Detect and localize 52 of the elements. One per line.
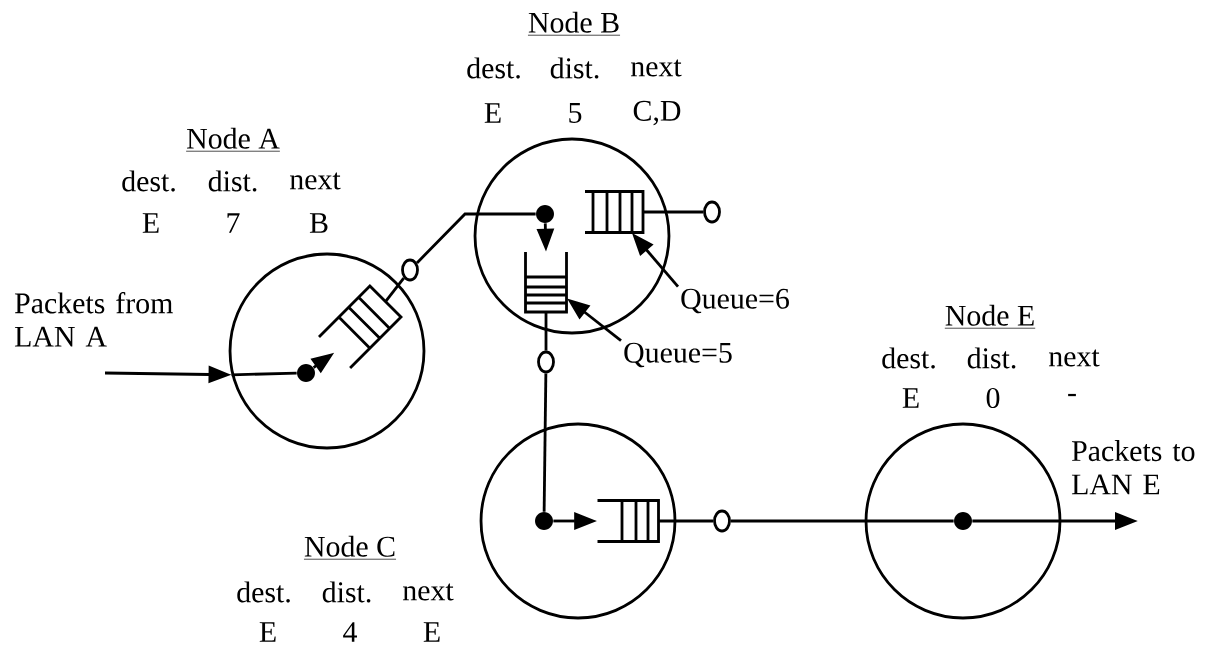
queue-symbol [583,190,645,234]
node-title: Node C [303,535,397,560]
node-title: Node A [185,127,281,152]
table-value: 5 [569,103,582,123]
junction-dot [954,512,972,530]
table-value: - [1068,393,1076,397]
link-line [231,371,297,377]
node-title: Node B [527,11,621,36]
queue-label: Queue=5 [624,342,732,368]
queue-symbol [596,499,660,543]
queue-symbol [524,250,568,314]
table-value: B [309,213,328,233]
port-circle [703,200,721,224]
table-value: 0 [986,387,1000,409]
table-value: 7 [227,213,240,233]
table-value: 4 [343,622,357,642]
queue-label: Queue=6 [681,288,789,314]
table-value: E [423,622,440,642]
junction-dot [536,205,554,223]
queue-symbol [317,284,403,370]
table-value: E [902,388,919,408]
port-circle [401,258,419,282]
link-line [384,277,405,303]
table-value: E [259,622,276,642]
table-value: C,D [633,100,681,126]
table-value: E [142,213,159,233]
junction-dot [535,512,553,530]
table-header: dist. [550,57,599,79]
link-line [658,519,714,523]
table-header: dist. [322,581,371,603]
table-header: next [631,59,682,77]
junction-dot [297,364,315,382]
link-line [544,312,548,351]
table-header: dist. [967,347,1016,369]
lan-label: Packets from LAN A [14,292,173,347]
node-title: Node E [944,304,1036,329]
table-header: dest. [882,347,935,369]
link-line [730,519,954,523]
table-header: next [403,583,454,601]
table-header: next [290,172,341,190]
table-header: dist. [208,170,257,192]
port-circle [713,509,731,533]
link-line [415,212,536,264]
table-header: dest. [237,581,290,603]
lan-label: Packets to LAN E [1071,440,1195,495]
table-header: next [1049,349,1100,367]
table-header: dest. [122,170,175,192]
port-circle [537,350,555,374]
link-line [542,373,548,512]
table-header: dest. [467,57,520,79]
table-value: E [484,103,501,123]
link-line [643,210,704,214]
